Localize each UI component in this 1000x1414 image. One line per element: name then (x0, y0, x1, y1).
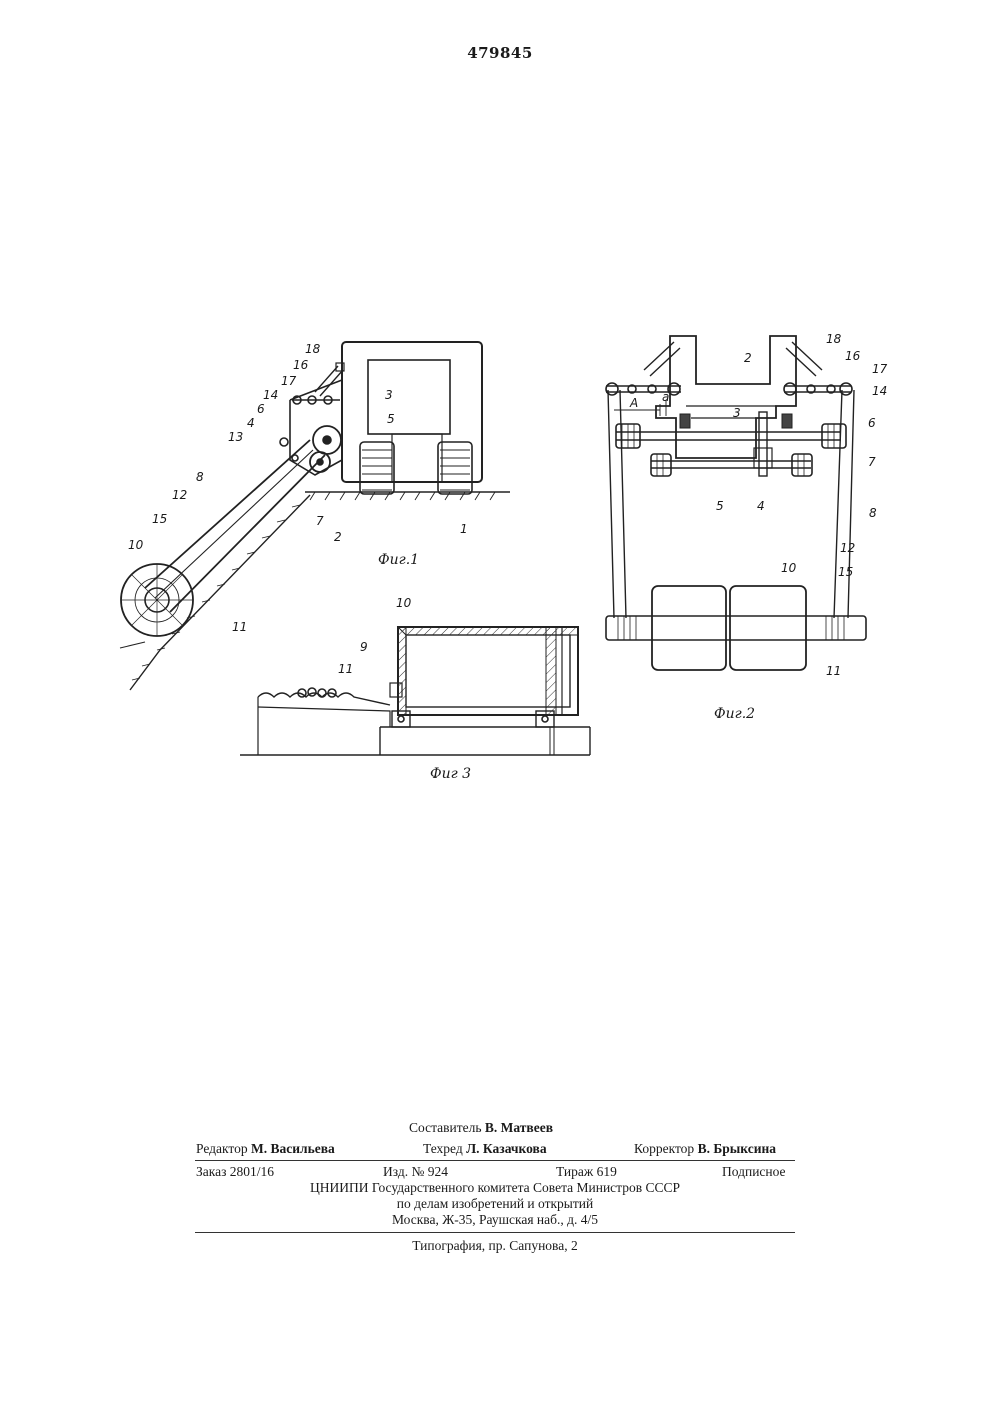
fig1-label-14: 14 (263, 388, 278, 402)
fig1-label-12: 12 (172, 488, 187, 502)
techred-label: Техред (423, 1141, 463, 1156)
fig1-label-1: 1 (460, 522, 468, 536)
fig1-label-18: 18 (305, 342, 320, 356)
fig1-label-8: 8 (196, 470, 204, 484)
printing-house: Типография, пр. Сапунова, 2 (195, 1238, 795, 1254)
edition-number: Изд. № 924 (383, 1164, 448, 1180)
compiler-name: В. Матвеев (485, 1120, 553, 1135)
techred-line: Техред Л. Казачкова (423, 1141, 547, 1157)
fig1-label-6: 6 (257, 402, 265, 416)
compiler-label: Составитель (409, 1120, 482, 1135)
editor-name: М. Васильева (251, 1141, 335, 1156)
fig2-label-a: a (662, 390, 669, 404)
fig3-label-10: 10 (396, 596, 411, 610)
fig2-label-7: 7 (868, 455, 876, 469)
fig2-label-2: 2 (744, 351, 752, 365)
fig2-label-5: 5 (716, 499, 724, 513)
fig2-label-17: 17 (872, 362, 887, 376)
corrector-line: Корректор В. Брыксина (634, 1141, 776, 1157)
patent-number: 479845 (0, 44, 1000, 62)
fig1-label-3: 3 (385, 388, 393, 402)
fig1-label-17: 17 (281, 374, 296, 388)
fig2-label-12: 12 (840, 541, 855, 555)
fig1-caption: Фиг.1 (378, 552, 419, 568)
fig2-label-8: 8 (869, 506, 877, 520)
editor-label: Редактор (196, 1141, 248, 1156)
fig2-label-11: 11 (826, 664, 841, 678)
fig2-label-6: 6 (868, 416, 876, 430)
fig1-label-4: 4 (247, 416, 255, 430)
fig2-label-18: 18 (826, 332, 841, 346)
fig2-label-14: 14 (872, 384, 887, 398)
fig1-label-5: 5 (387, 412, 395, 426)
fig2-label-4: 4 (757, 499, 765, 513)
print-run: Тираж 619 (556, 1164, 617, 1180)
fig1-label-2: 2 (334, 530, 342, 544)
institute-line-2: по делам изобретений и открытий (195, 1196, 795, 1212)
fig2-label-16: 16 (845, 349, 860, 363)
fig1-label-16: 16 (293, 358, 308, 372)
fig2-label-3: 3 (733, 406, 741, 420)
figure-3-drawing (240, 615, 590, 760)
fig2-label-A: A (630, 396, 638, 410)
footer-rule-top (195, 1160, 795, 1161)
order-number: Заказ 2801/16 (196, 1164, 274, 1180)
fig1-label-15: 15 (152, 512, 167, 526)
fig2-caption: Фиг.2 (714, 706, 755, 722)
fig2-label-15: 15 (838, 565, 853, 579)
fig2-label-10: 10 (781, 561, 796, 575)
figure-2-drawing (596, 328, 871, 668)
editor-line: Редактор М. Васильева (196, 1141, 335, 1157)
subscription-note: Подписное (722, 1164, 786, 1180)
fig1-label-7: 7 (316, 514, 324, 528)
fig1-label-10: 10 (128, 538, 143, 552)
footer-rule-bottom (195, 1232, 795, 1233)
fig3-label-11: 11 (338, 662, 353, 676)
techred-name: Л. Казачкова (466, 1141, 546, 1156)
compiler-line: Составитель В. Матвеев (409, 1120, 553, 1136)
fig1-label-13: 13 (228, 430, 243, 444)
corrector-name: В. Брыксина (698, 1141, 776, 1156)
fig3-caption: Фиг 3 (430, 766, 471, 782)
fig3-label-9: 9 (360, 640, 368, 654)
institute-address: Москва, Ж-35, Раушская наб., д. 4/5 (195, 1212, 795, 1228)
institute-line-1: ЦНИИПИ Государственного комитета Совета … (195, 1180, 795, 1196)
corrector-label: Корректор (634, 1141, 694, 1156)
